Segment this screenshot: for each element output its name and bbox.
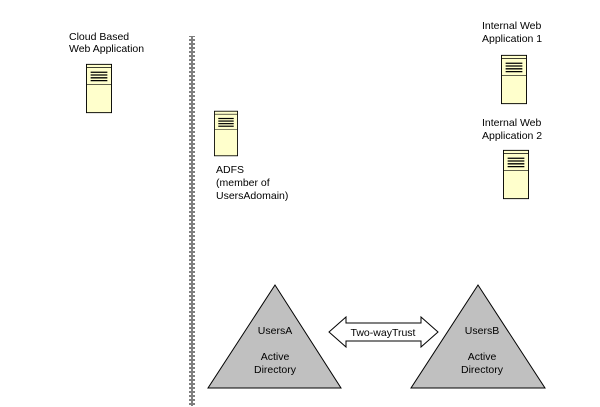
- users-a-directory-line-2: Directory: [254, 364, 297, 376]
- adfs-label-line-3: UsersAdomain): [216, 190, 288, 202]
- cloud-app-server-icon: [86, 63, 112, 114]
- internal-app-1-label-line-1: Internal Web: [482, 20, 541, 32]
- cloud-app-label-line-2: Web Application: [69, 43, 144, 55]
- users-a-domain-triangle: [207, 284, 342, 389]
- users-b-directory-line-1: Active: [468, 351, 497, 363]
- internal-app-2-label-line-1: Internal Web: [482, 117, 541, 129]
- users-b-domain-triangle: [410, 284, 546, 389]
- adfs-label-line-2: (member of: [216, 177, 270, 189]
- adfs-label-line-1: ADFS: [216, 164, 244, 176]
- cloud-app-label-line-1: Cloud Based: [69, 31, 129, 43]
- internal-app-2-label-line-2: Application 2: [482, 130, 542, 142]
- internal-app-2-server-icon: [503, 149, 529, 200]
- adfs-label: ADFS (member of UsersAdomain): [216, 164, 288, 202]
- internal-app-1-label-line-2: Application 1: [482, 33, 542, 45]
- two-way-trust-label: Two-wayTrust: [351, 327, 416, 339]
- network-boundary: [189, 36, 195, 406]
- two-way-trust-arrow: [328, 315, 439, 349]
- users-b-domain-name: UsersB: [465, 325, 499, 337]
- users-b-directory-line-2: Directory: [461, 364, 504, 376]
- internal-app-1-server-icon: [501, 54, 527, 105]
- internal-app-2-label: Internal Web Application 2: [482, 117, 542, 142]
- users-a-directory-line-1: Active: [261, 351, 290, 363]
- internal-app-1-label: Internal Web Application 1: [482, 20, 542, 45]
- cloud-app-label: Cloud Based Web Application: [69, 31, 144, 55]
- users-a-domain-name: UsersA: [258, 325, 292, 337]
- adfs-server-icon: [214, 110, 238, 157]
